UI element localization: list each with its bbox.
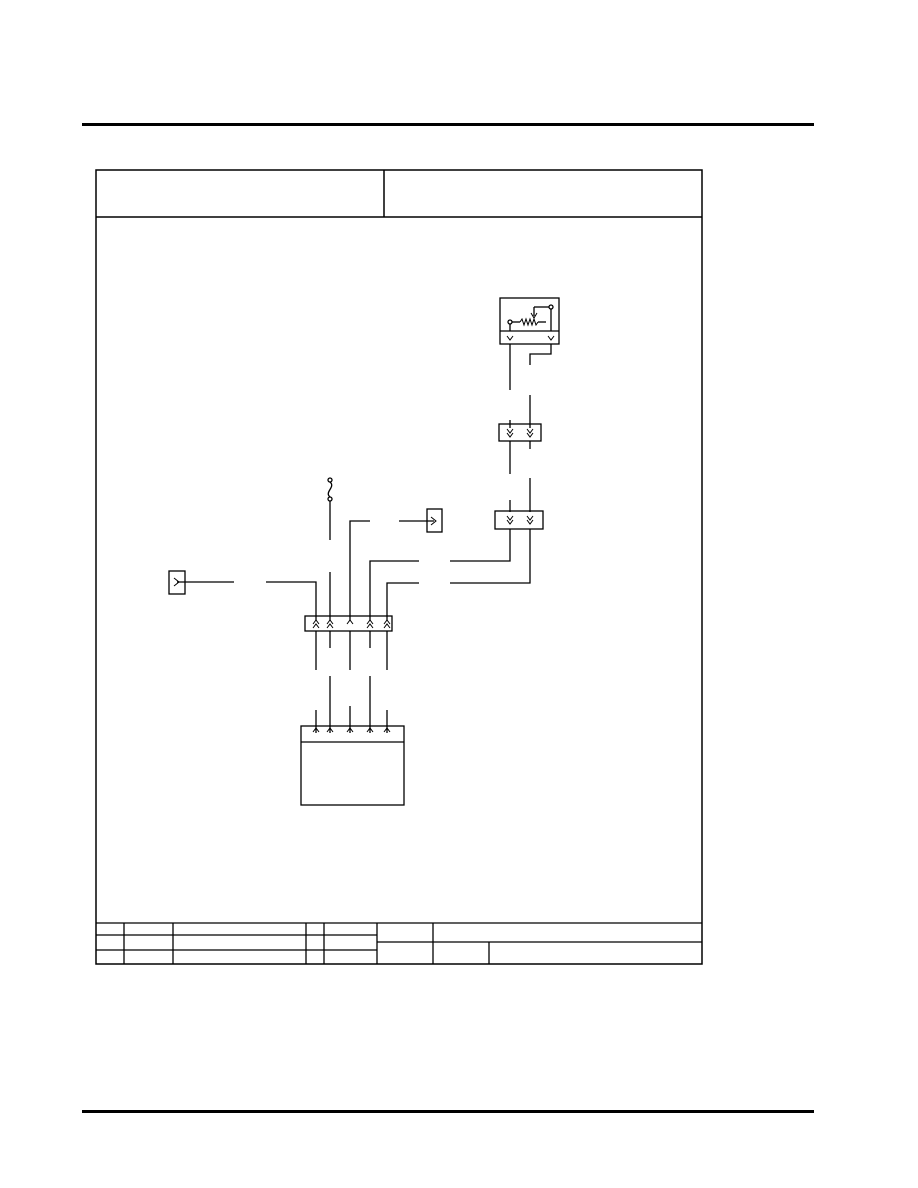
inline-connector-lower — [494, 478, 544, 530]
header-rule — [82, 123, 814, 126]
ground-connector-left — [168, 570, 317, 620]
title-block — [96, 170, 702, 218]
inline-connector-upper — [498, 395, 542, 474]
wire-pin4 — [369, 560, 419, 620]
revision-table — [96, 922, 702, 964]
wire-harness-lower — [315, 631, 388, 733]
footer-rule — [82, 1110, 814, 1113]
wire-sensor-right — [529, 344, 552, 365]
ground-connector-right — [349, 508, 443, 620]
wire-sensor-signal — [450, 529, 511, 562]
fuse — [327, 477, 333, 620]
control-module — [300, 725, 405, 806]
main-connector — [304, 615, 393, 632]
diagram-frame — [95, 169, 703, 965]
wire-pin5 — [386, 582, 419, 620]
potentiometer-sensor — [499, 297, 560, 345]
wire-sensor-return — [450, 529, 531, 584]
